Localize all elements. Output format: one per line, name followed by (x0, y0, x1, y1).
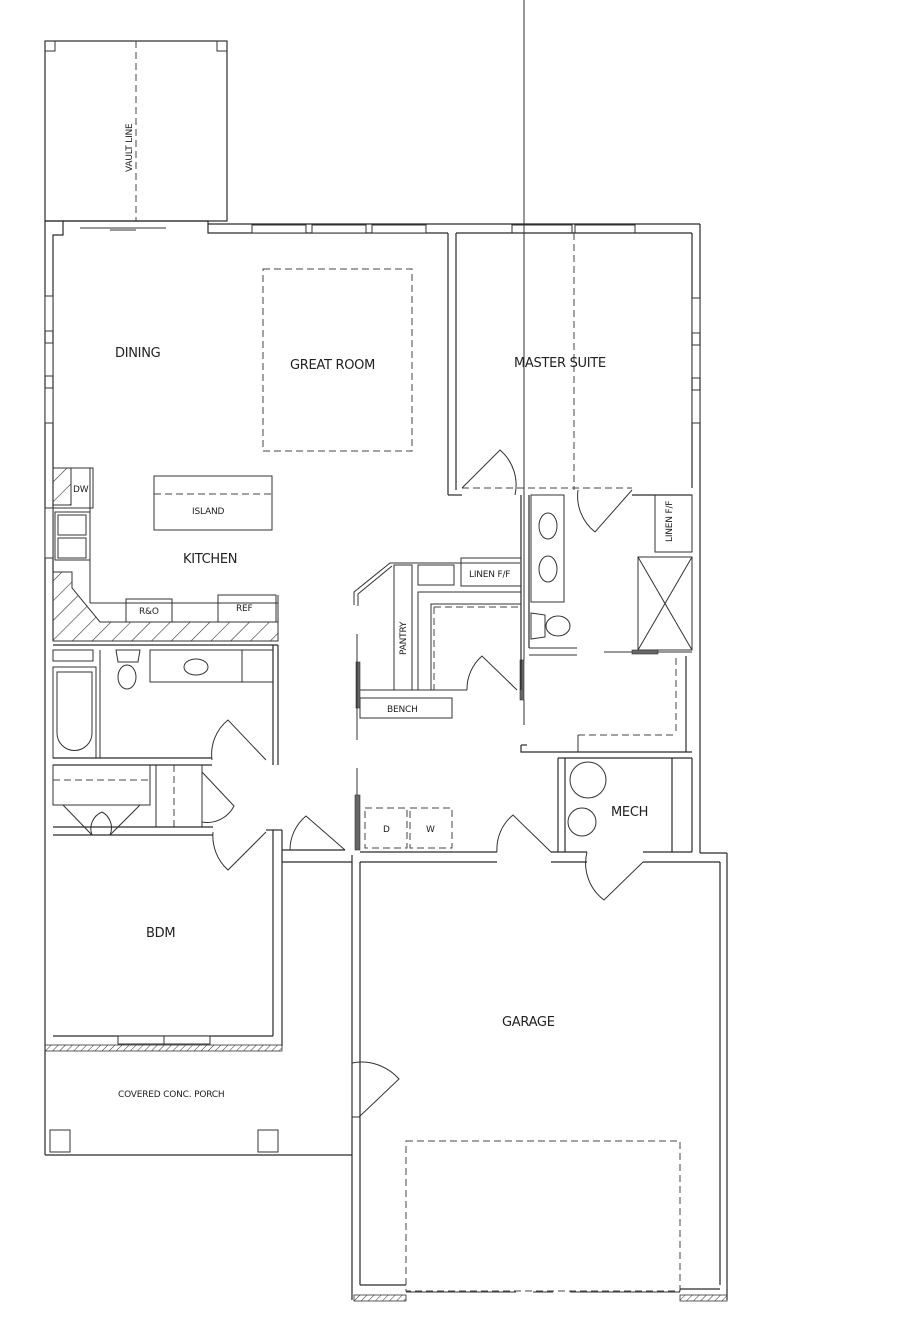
master-bath: LINEN F/F (520, 494, 693, 753)
covered-porch (45, 1129, 352, 1156)
master-windows-right (691, 297, 701, 424)
vault-line-label: VAULT LINE (125, 123, 135, 172)
pantry-area: PANTRY LINEN F/F BENCH (353, 0, 525, 740)
room-label-dining: DINING (115, 346, 160, 361)
garage (351, 852, 728, 1302)
master-suite (447, 232, 692, 533)
bedroom (44, 826, 283, 1052)
dryer-label: D (383, 825, 390, 835)
kitchen: DW R&O REF ISLAND (44, 467, 279, 642)
room-label-garage: GARAGE (502, 1015, 555, 1030)
linen-master-label: LINEN F/F (665, 501, 675, 542)
room-label-master-suite: MASTER SUITE (514, 356, 606, 371)
room-label-porch: COVERED CONC. PORCH (118, 1090, 224, 1100)
room-label-kitchen: KITCHEN (183, 552, 237, 567)
linen-hall-label: LINEN F/F (469, 570, 510, 580)
room-label-great-room: GREAT ROOM (290, 358, 375, 373)
dining-windows (44, 295, 54, 424)
hall-bath (52, 644, 279, 766)
laundry-mech: D W (354, 757, 693, 901)
master-windows-top (511, 224, 636, 234)
refrigerator-label: REF (236, 604, 253, 614)
pantry-label: PANTRY (399, 621, 409, 655)
room-label-bedroom: BDM (146, 926, 175, 941)
bench-label: BENCH (387, 705, 418, 715)
range-oven-label: R&O (139, 607, 159, 617)
rear-patio: VAULT LINE (44, 40, 228, 222)
washer-label: W (426, 825, 435, 835)
great-room-windows (251, 224, 427, 234)
room-label-mech: MECH (611, 805, 648, 820)
closets (52, 764, 235, 836)
front-entry (282, 815, 352, 863)
dishwasher-label: DW (73, 485, 89, 495)
island-label: ISLAND (192, 507, 224, 517)
